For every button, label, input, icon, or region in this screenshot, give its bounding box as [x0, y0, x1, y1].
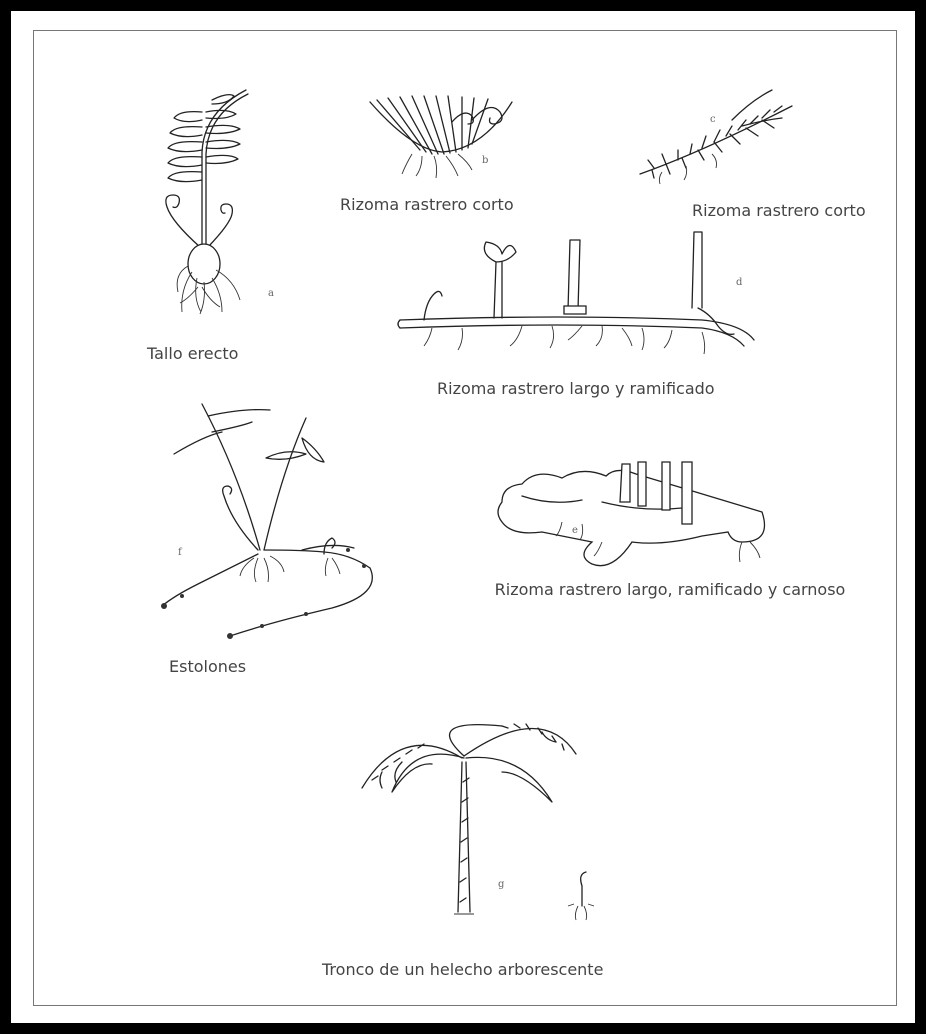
- figure-tag-e: e: [572, 526, 578, 536]
- caption-tree-fern-trunk: Tronco de un helecho arborescente: [322, 960, 603, 980]
- illustration-short-rhizome-1: [370, 96, 512, 178]
- illustration-short-rhizome-2: [640, 90, 792, 184]
- figure-tag-c: c: [710, 115, 716, 125]
- caption-erect-stem: Tallo erecto: [147, 344, 238, 364]
- caption-short-rhizome-1: Rizoma rastrero corto: [340, 195, 514, 215]
- caption-fleshy-rhizome: Rizoma rastrero largo, ramificado y carn…: [490, 580, 850, 600]
- figure-tag-d: d: [736, 278, 742, 288]
- figure-tag-f: f: [178, 548, 182, 558]
- illustration-fleshy-rhizome: [498, 462, 765, 566]
- figure-border: a b c d e f g Tallo erecto Rizoma rastre…: [33, 30, 897, 1006]
- caption-stolons: Estolones: [169, 657, 246, 677]
- illustration-erect-stem: [166, 90, 248, 314]
- caption-long-branched-rhizome: Rizoma rastrero largo y ramificado: [437, 379, 715, 399]
- illustration-long-branched-rhizome: [398, 232, 754, 354]
- figure-frame: a b c d e f g Tallo erecto Rizoma rastre…: [10, 10, 916, 1024]
- illustration-tree-fern-trunk: [362, 724, 594, 920]
- illustration-stolons: [161, 404, 372, 639]
- figure-tag-b: b: [482, 156, 488, 166]
- caption-short-rhizome-2: Rizoma rastrero corto: [692, 201, 866, 221]
- figure-tag-a: a: [268, 289, 274, 299]
- figure-tag-g: g: [498, 880, 504, 890]
- fern-stem-illustrations: [34, 31, 898, 1007]
